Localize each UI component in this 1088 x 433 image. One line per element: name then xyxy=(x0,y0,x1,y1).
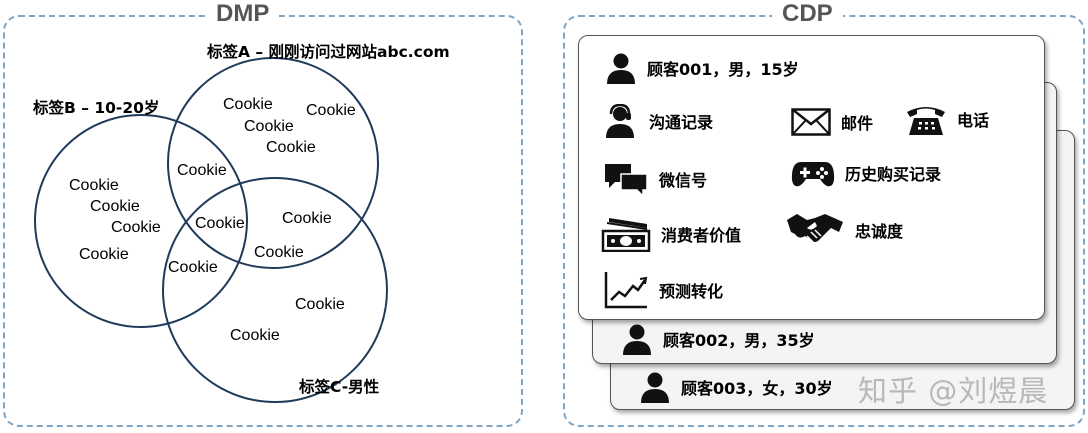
phone: 电话 xyxy=(905,102,989,136)
communication-record-label: 沟通记录 xyxy=(649,113,714,132)
cookie: Cookie xyxy=(195,215,245,232)
consumer-value-label: 消费者价值 xyxy=(661,226,742,245)
communication-record: 沟通记录 xyxy=(605,104,713,138)
person-icon xyxy=(641,372,669,403)
purchase-history-label: 历史购买记录 xyxy=(845,165,942,184)
cookie: Cookie xyxy=(230,327,280,344)
wechat-id-label: 微信号 xyxy=(659,171,708,190)
cookie: Cookie xyxy=(79,246,129,263)
loyalty-label: 忠诚度 xyxy=(855,222,904,241)
circle-a xyxy=(167,57,379,269)
cdp-title: CDP xyxy=(772,0,843,28)
phone-label: 电话 xyxy=(957,111,990,130)
trend-chart-icon xyxy=(604,272,648,309)
customer-002-header: 顾客002，男，35岁 xyxy=(621,323,815,355)
email-label: 邮件 xyxy=(841,114,874,133)
loyalty: 忠诚度 xyxy=(785,210,903,250)
label-b: 标签B – 10-20岁 xyxy=(32,98,159,117)
watermark: 知乎 @刘煜晨 xyxy=(858,374,1049,408)
cookie: Cookie xyxy=(69,177,119,194)
cookie: Cookie xyxy=(282,210,332,227)
gamepad-icon xyxy=(791,162,835,187)
dmp-title: DMP xyxy=(206,0,280,28)
label-a: 标签A – 刚刚访问过网站abc.com xyxy=(206,42,450,61)
envelope-icon xyxy=(791,108,831,136)
chat-bubbles-icon xyxy=(605,164,648,196)
cookie: Cookie xyxy=(295,296,345,313)
handshake-icon xyxy=(787,214,843,243)
cookie: Cookie xyxy=(306,102,356,119)
cookie: Cookie xyxy=(266,139,316,156)
customer-001-header: 顾客001，男，15岁 xyxy=(605,52,799,84)
conversion-forecast-label: 预测转化 xyxy=(659,282,724,301)
cookie: Cookie xyxy=(168,259,218,276)
email: 邮件 xyxy=(791,108,873,136)
customer-003-header: 顾客003，女，30岁 xyxy=(639,371,833,403)
cookie: Cookie xyxy=(90,198,140,215)
circle-c xyxy=(162,177,388,403)
conversion-forecast: 预测转化 xyxy=(603,270,723,310)
customer-card-001: 顾客001，男，15岁 沟通记录 邮件 电话 微信号 历史购买记录 消费者价值 … xyxy=(578,35,1045,320)
purchase-history: 历史购买记录 xyxy=(791,156,941,190)
person-icon xyxy=(607,53,635,84)
telephone-icon xyxy=(907,107,945,135)
cookie: Cookie xyxy=(111,219,161,236)
customer-001-label: 顾客001，男，15岁 xyxy=(647,60,799,79)
cookie: Cookie xyxy=(177,162,227,179)
circle-b xyxy=(34,114,248,328)
person-icon xyxy=(623,324,651,355)
cookie: Cookie xyxy=(254,244,304,261)
cookie: Cookie xyxy=(223,96,273,113)
label-c: 标签C-男性 xyxy=(298,377,380,396)
headset-agent-icon xyxy=(606,104,634,138)
consumer-value: 消费者价值 xyxy=(601,216,741,252)
money-cash-icon xyxy=(601,218,651,252)
wechat-id: 微信号 xyxy=(603,162,707,196)
cookie: Cookie xyxy=(244,118,294,135)
customer-003-label: 顾客003，女，30岁 xyxy=(681,379,833,398)
customer-002-label: 顾客002，男，35岁 xyxy=(663,331,815,350)
